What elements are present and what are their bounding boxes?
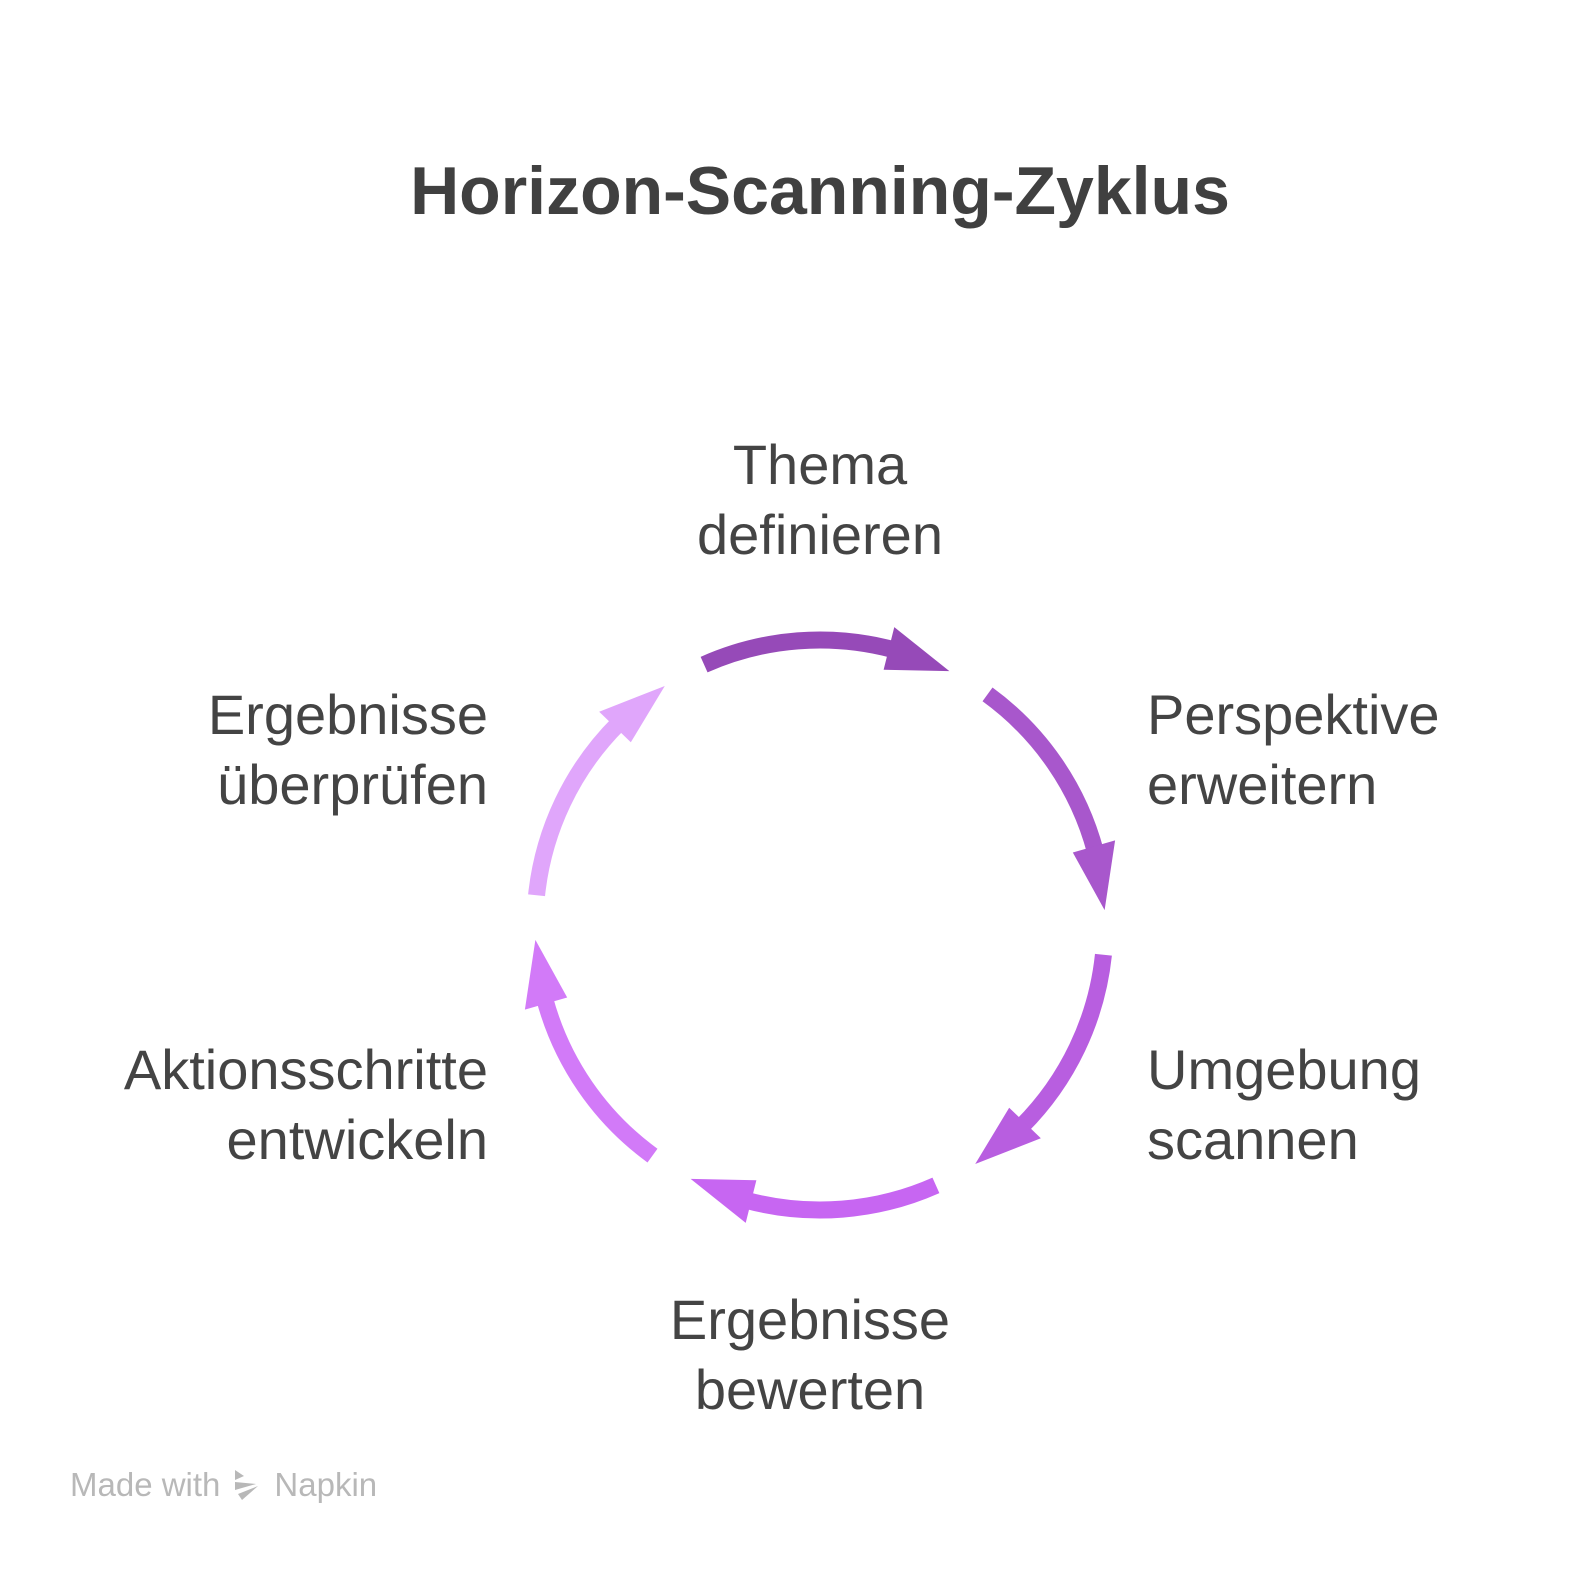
label-line: Thema bbox=[732, 433, 908, 496]
arrowhead-icon bbox=[599, 685, 665, 743]
label-line: bewerten bbox=[694, 1358, 926, 1421]
cycle-arrow-6 bbox=[528, 685, 665, 897]
step-label-ergebnisse-bewerten: Ergebnisse bewerten bbox=[560, 1285, 1060, 1425]
label-line: Perspektive bbox=[1147, 683, 1440, 746]
cycle-arrow-5 bbox=[524, 939, 658, 1163]
arrowhead-icon bbox=[690, 1178, 757, 1223]
napkin-brand-text: Napkin bbox=[274, 1466, 378, 1503]
label-line: Ergebnisse bbox=[669, 1288, 951, 1351]
label-line: Aktionsschritte bbox=[123, 1038, 488, 1101]
step-label-ergebnisse-ueberpruefen: Ergebnisse überprüfen bbox=[208, 680, 488, 820]
arrowhead-icon bbox=[1072, 840, 1116, 911]
step-label-thema-definieren: Thema definieren bbox=[570, 430, 1070, 570]
label-line: scannen bbox=[1147, 1108, 1359, 1171]
napkin-watermark: Made with Napkin bbox=[70, 1466, 377, 1504]
arrowhead-icon bbox=[883, 627, 950, 672]
label-line: entwickeln bbox=[226, 1108, 488, 1171]
cycle-arrow-4 bbox=[690, 1177, 940, 1223]
arrowhead-icon bbox=[975, 1107, 1041, 1165]
step-label-aktionsschritte-entwickeln: Aktionsschritte entwickeln bbox=[124, 1035, 488, 1175]
cycle-arrow-1 bbox=[700, 627, 950, 673]
arrow-arc bbox=[700, 631, 896, 673]
arrow-arc bbox=[982, 687, 1104, 854]
arrow-arc bbox=[744, 1177, 940, 1219]
arrow-arc bbox=[536, 996, 658, 1163]
label-line: Ergebnisse bbox=[207, 683, 488, 746]
cycle-arrow-2 bbox=[982, 687, 1116, 911]
cycle-arrow-3 bbox=[975, 953, 1112, 1165]
label-line: definieren bbox=[697, 503, 943, 566]
diagram-title: Horizon-Scanning-Zyklus bbox=[410, 153, 1230, 229]
label-line: erweitern bbox=[1147, 753, 1378, 816]
label-line: Umgebung bbox=[1147, 1038, 1421, 1101]
arrow-arc bbox=[1015, 953, 1112, 1133]
step-label-perspektive-erweitern: Perspektive erweitern bbox=[1147, 680, 1440, 820]
arrowhead-icon bbox=[524, 939, 568, 1010]
arrow-arc bbox=[528, 717, 625, 897]
made-with-text: Made with bbox=[70, 1466, 221, 1503]
step-label-umgebung-scannen: Umgebung scannen bbox=[1147, 1035, 1421, 1175]
label-line: überprüfen bbox=[217, 753, 488, 816]
napkin-logo-icon bbox=[235, 1470, 259, 1500]
